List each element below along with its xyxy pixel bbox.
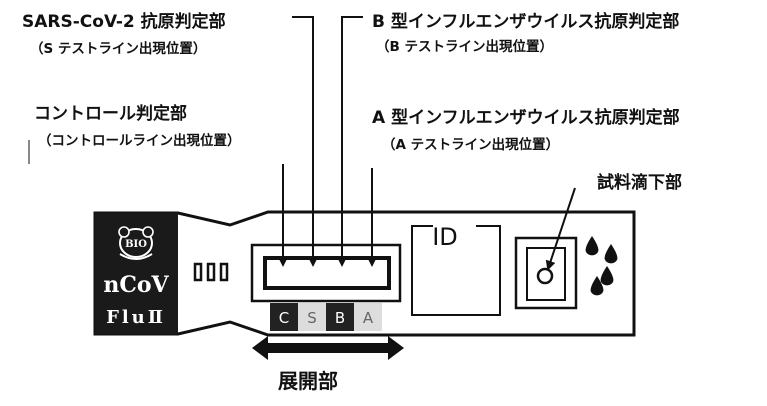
strip-s-letter: S bbox=[307, 309, 317, 327]
strip-a-letter: A bbox=[363, 309, 374, 327]
logo-panel bbox=[95, 213, 178, 334]
sample-well-arrow bbox=[545, 187, 576, 271]
flu-a-subtitle: （A テストライン出現位置） bbox=[382, 137, 560, 153]
sars-subtitle: （S テストライン出現位置） bbox=[30, 41, 207, 57]
sars-arrow bbox=[292, 16, 318, 267]
bio-logo-icon bbox=[118, 226, 154, 260]
droplet-icon bbox=[590, 276, 604, 296]
logo-flu-text: FluⅡ bbox=[106, 307, 166, 328]
sample-hole bbox=[536, 267, 554, 285]
slot-1 bbox=[193, 262, 203, 282]
strip-c-box bbox=[270, 303, 298, 331]
development-label: 展開部 bbox=[278, 369, 338, 393]
logo-badge-text: BIO bbox=[125, 239, 147, 250]
flu-b-arrow bbox=[337, 16, 363, 267]
droplet-icon bbox=[604, 244, 618, 264]
sars-title: SARS-CoV-2 抗原判定部 bbox=[22, 12, 226, 32]
sample-well-label: 試料滴下部 bbox=[597, 173, 682, 193]
droplet-icon bbox=[600, 266, 614, 286]
strip-b-letter: B bbox=[335, 309, 345, 327]
slot-3 bbox=[219, 262, 229, 282]
flu-a-title: A 型インフルエンザウイルス抗原判定部 bbox=[372, 108, 680, 128]
strip-s-box bbox=[298, 303, 326, 331]
strip-c-letter: C bbox=[279, 309, 289, 327]
control-title: コントロール判定部 bbox=[34, 104, 187, 124]
id-frame bbox=[411, 225, 501, 316]
development-double-arrow-icon bbox=[252, 336, 404, 360]
strip-a-box bbox=[354, 303, 382, 331]
droplet-icon bbox=[585, 236, 599, 256]
flu-b-subtitle: （B テストライン出現位置） bbox=[376, 39, 553, 55]
strip-b-box bbox=[326, 303, 354, 331]
flu-b-title: B 型インフルエンザウイルス抗原判定部 bbox=[372, 12, 680, 32]
id-label: ID bbox=[432, 223, 458, 251]
slot-2 bbox=[206, 262, 216, 282]
control-subtitle: （コントロールライン出現位置） bbox=[38, 133, 241, 149]
logo-ncov-text: nCoV bbox=[103, 272, 169, 298]
result-strip bbox=[263, 256, 391, 290]
